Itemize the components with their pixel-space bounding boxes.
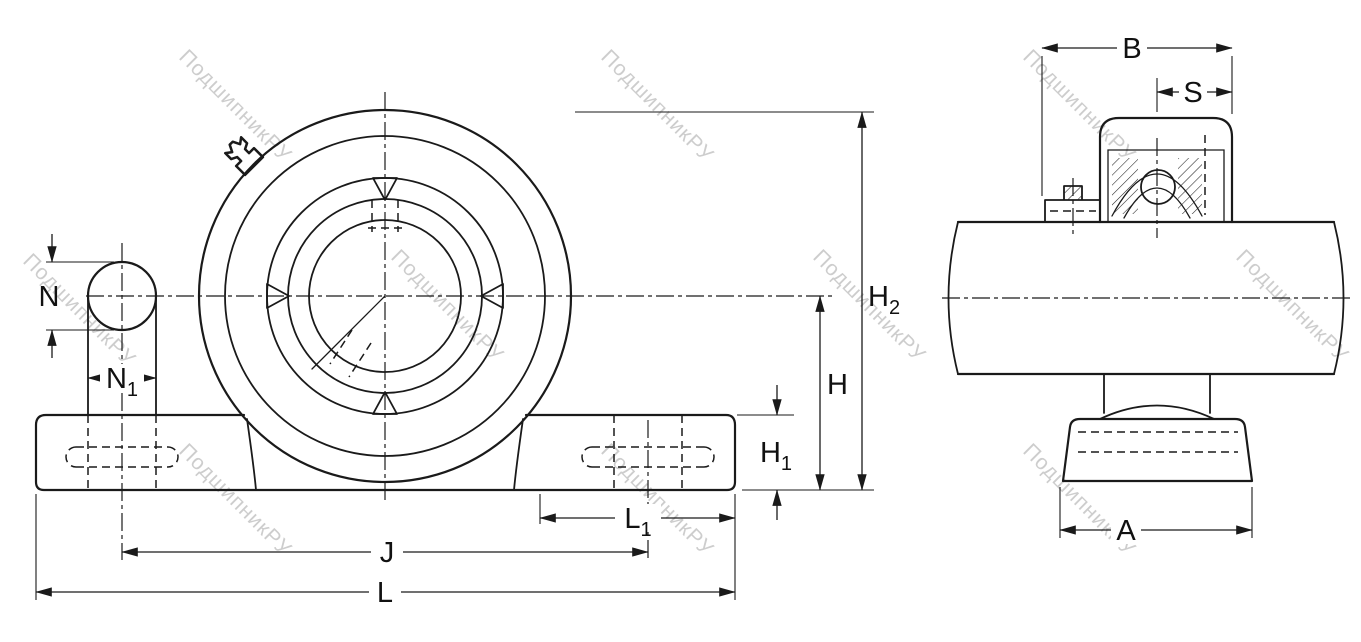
dimension-S: S bbox=[1156, 77, 1233, 112]
dim-label-a: A bbox=[1116, 515, 1136, 547]
ball-element bbox=[1140, 169, 1176, 205]
base-outline bbox=[34, 413, 737, 492]
dim-label-h2: H2 bbox=[868, 281, 900, 319]
shaft-lines bbox=[956, 220, 1336, 376]
watermark-text: ПодшипникРУ bbox=[596, 45, 718, 167]
extension-lines bbox=[575, 111, 874, 491]
extension-lines bbox=[35, 494, 736, 600]
dimension-A: A bbox=[1059, 487, 1253, 547]
base-fillets bbox=[246, 418, 524, 491]
extension-lines bbox=[46, 261, 114, 331]
housing-outer-circle bbox=[197, 108, 573, 484]
base-bolt-slots-hidden bbox=[65, 415, 715, 488]
dim-label-l1: L1 bbox=[624, 503, 651, 541]
dim-label-n1: N1 bbox=[106, 363, 138, 401]
extension-lines bbox=[1041, 56, 1233, 196]
base-side-outline bbox=[1061, 417, 1254, 483]
side-view: B S A bbox=[942, 33, 1352, 547]
setscrew-hidden-lower bbox=[329, 329, 372, 378]
label-mask bbox=[1179, 78, 1207, 106]
dimension-B: B bbox=[1041, 33, 1233, 196]
dim-label-l: L bbox=[377, 577, 393, 609]
base-slot-hidden bbox=[1078, 431, 1238, 453]
dim-label-n: N bbox=[39, 281, 60, 313]
dimension-H1: H1 bbox=[737, 385, 794, 520]
housing-inner-circle bbox=[224, 135, 546, 457]
grease-fitting-icon bbox=[224, 136, 265, 177]
centerlines-front bbox=[86, 92, 832, 560]
setscrew-hidden-top bbox=[368, 200, 402, 232]
watermark-text: ПодшипникРУ bbox=[174, 45, 296, 167]
dim-label-s: S bbox=[1183, 77, 1202, 109]
dimension-H: H bbox=[815, 295, 848, 491]
dimension-N: N bbox=[39, 234, 114, 358]
setscrew-hatch bbox=[1064, 186, 1082, 200]
dim-label-h1: H1 bbox=[760, 437, 792, 475]
label-mask bbox=[369, 578, 401, 606]
watermark-layer: ПодшипникРУ ПодшипникРУ ПодшипникРУ Подш… bbox=[18, 45, 1353, 561]
cap-outline bbox=[1098, 116, 1234, 224]
label-mask bbox=[371, 538, 403, 566]
front-view: N N1 H2 H H1 bbox=[34, 92, 900, 609]
side-hidden-lines bbox=[1050, 135, 1206, 215]
dim-label-b: B bbox=[1122, 33, 1141, 65]
section-line bbox=[311, 295, 386, 370]
label-mask bbox=[1117, 34, 1147, 62]
seat-arc-and-neck bbox=[1099, 373, 1215, 420]
dimension-H2: H2 bbox=[575, 111, 900, 491]
label-mask bbox=[1111, 516, 1141, 544]
label-mask bbox=[615, 504, 661, 532]
bolt-slot-visible-edges bbox=[87, 295, 157, 416]
dimension-J: J bbox=[121, 537, 649, 569]
dim-label-j: J bbox=[380, 537, 395, 569]
label-mask bbox=[100, 364, 144, 392]
watermark-text: ПодшипникРУ bbox=[1231, 245, 1353, 367]
dim-label-h: H bbox=[827, 369, 848, 401]
cap-inner-lines bbox=[1107, 149, 1225, 223]
shaft-bore-circle bbox=[308, 219, 462, 373]
section-hatching bbox=[1112, 158, 1202, 214]
dimension-N1: N1 bbox=[87, 363, 157, 401]
watermark-text: ПодшипникРУ bbox=[174, 439, 296, 561]
dimension-L: L bbox=[35, 494, 736, 609]
centerlines-side bbox=[942, 138, 1352, 299]
shaft-end-arcs bbox=[947, 221, 1345, 375]
race-markers bbox=[266, 177, 504, 415]
dimension-L1: L1 bbox=[539, 494, 736, 541]
